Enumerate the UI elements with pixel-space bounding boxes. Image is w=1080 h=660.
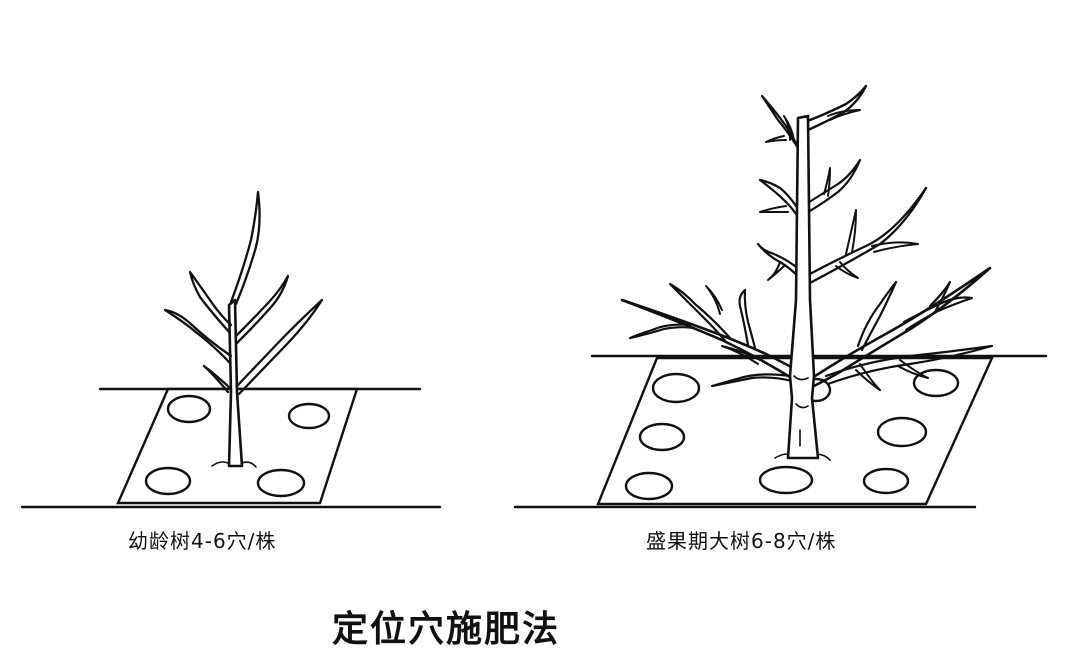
fertilizer-hole: [862, 467, 910, 495]
mature-tree-branches: [620, 84, 994, 391]
branch: [202, 364, 232, 394]
mature-tree-fertilizer-holes: [624, 368, 960, 501]
branch: [760, 94, 802, 154]
branch: [721, 345, 761, 365]
branch: [188, 270, 233, 335]
branch: [823, 167, 831, 197]
branch: [824, 344, 994, 386]
young-tree-soil: [211, 461, 257, 468]
branch: [163, 308, 233, 365]
young-tree-fertilizer-holes: [144, 394, 331, 498]
fertilizer-hole: [651, 372, 701, 404]
branch: [783, 115, 795, 141]
fertilizer-hole: [287, 402, 331, 430]
branch: [710, 373, 794, 388]
branch: [234, 274, 290, 345]
fertilizer-hole: [256, 468, 306, 498]
mature-tree-trunk: [786, 114, 820, 460]
branch: [855, 363, 881, 391]
fertilizer-hole: [758, 465, 814, 495]
fertilizer-hole: [638, 422, 686, 452]
branch: [928, 280, 952, 312]
young-tree-illustration: [20, 190, 442, 509]
branch: [856, 280, 898, 352]
branch: [804, 186, 928, 286]
branch: [758, 178, 802, 222]
mature-tree-caption: 盛果期大树6-8穴/株: [646, 529, 837, 553]
young-tree-branches: [163, 190, 324, 396]
branch: [759, 205, 789, 213]
branch: [835, 261, 859, 279]
branch: [235, 298, 324, 396]
branch: [871, 241, 919, 253]
branch: [705, 285, 723, 315]
branch: [827, 109, 861, 121]
branch: [229, 190, 261, 306]
young-tree-trunk: [227, 298, 244, 468]
trunk-bark-marks: [793, 375, 809, 447]
branch: [902, 296, 974, 332]
branch: [765, 135, 787, 143]
branch: [897, 359, 929, 379]
branch: [628, 323, 696, 340]
branch: [803, 84, 868, 132]
fertilizer-hole: [144, 466, 192, 496]
branch: [804, 158, 862, 214]
branch: [620, 298, 802, 384]
mature-tree-illustration: [513, 84, 1048, 509]
diagram-title: 定位穴施肥法: [332, 609, 561, 650]
branch: [738, 288, 757, 350]
fertilizer-hole: [876, 416, 928, 448]
branch: [756, 242, 802, 280]
branch: [668, 282, 732, 344]
fertilizer-hole: [166, 394, 212, 424]
branch: [767, 261, 785, 281]
young-tree-caption: 幼龄树4-6穴/株: [128, 529, 277, 553]
branch: [845, 209, 857, 255]
fertilizer-hole: [624, 471, 674, 501]
